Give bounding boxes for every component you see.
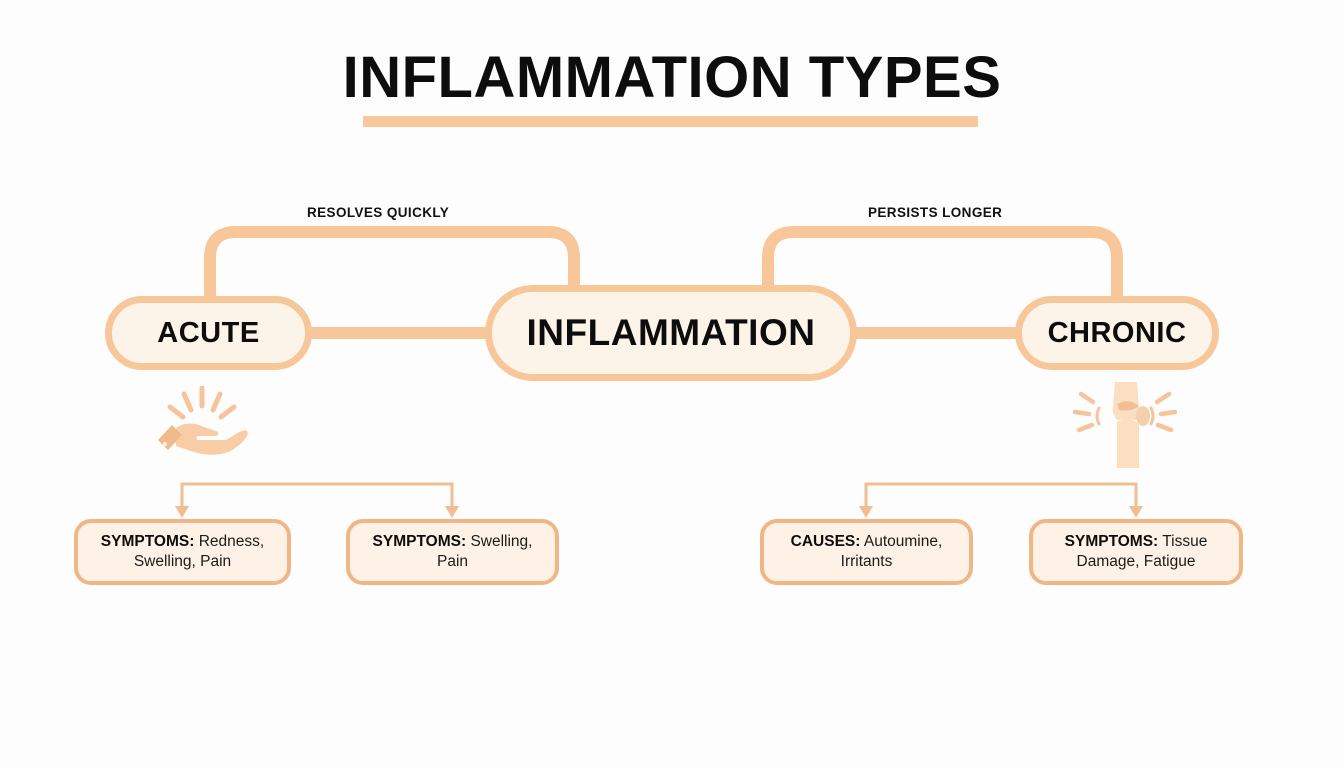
knee-tibia: [1117, 419, 1139, 468]
connector-label-acute: RESOLVES QUICKLY: [307, 205, 450, 220]
node-acute[interactable]: ACUTE: [105, 296, 312, 370]
card-acute-symptoms-1-body: Redness, Swelling, Pain: [133, 532, 265, 570]
node-chronic-label: CHRONIC: [1047, 316, 1187, 349]
title-underline-bar: [363, 116, 978, 127]
card-acute-symptoms-1-text: SYMPTOMS: Redness, Swelling, Pain: [88, 532, 277, 573]
node-acute-label: ACUTE: [157, 316, 260, 349]
card-chronic-causes-heading: CAUSES:: [790, 532, 861, 550]
knee-femur: [1112, 382, 1141, 420]
connector-label-chronic: PERSISTS LONGER: [868, 205, 1003, 220]
card-acute-symptoms-2-text: SYMPTOMS: Swelling, Pain: [360, 532, 545, 573]
bracket-acute-cards: [180, 482, 454, 512]
knee-joint-pain-icon: [1072, 382, 1178, 468]
hand-pain-icon: [152, 385, 252, 458]
card-acute-symptoms-2[interactable]: SYMPTOMS: Swelling, Pain: [346, 519, 559, 585]
node-inflammation[interactable]: INFLAMMATION: [485, 285, 857, 381]
bracket-chronic-cards: [864, 482, 1138, 512]
hand-shape: [174, 423, 248, 455]
page-title: INFLAMMATION TYPES: [0, 45, 1344, 110]
card-chronic-causes-body: Autoumine, Irritants: [840, 532, 943, 570]
card-acute-symptoms-2-body: Swelling, Pain: [436, 532, 533, 570]
arrowhead-chronic-card-2: [1129, 506, 1143, 518]
page-title-text: INFLAMMATION TYPES: [342, 45, 1002, 110]
card-chronic-symptoms-body: Tissue Damage, Fatigue: [1076, 532, 1208, 570]
card-acute-symptoms-1[interactable]: SYMPTOMS: Redness, Swelling, Pain: [74, 519, 291, 585]
card-acute-symptoms-2-heading: SYMPTOMS:: [372, 532, 467, 550]
card-chronic-causes[interactable]: CAUSES: Autoumine, Irritants: [760, 519, 973, 585]
node-inflammation-label: INFLAMMATION: [526, 312, 816, 353]
arrowhead-chronic-card-1: [859, 506, 873, 518]
card-chronic-symptoms[interactable]: SYMPTOMS: Tissue Damage, Fatigue: [1029, 519, 1243, 585]
arrowhead-acute-card-1: [175, 506, 189, 518]
node-chronic[interactable]: CHRONIC: [1015, 296, 1219, 370]
card-chronic-symptoms-text: SYMPTOMS: Tissue Damage, Fatigue: [1043, 532, 1229, 573]
card-chronic-symptoms-heading: SYMPTOMS:: [1064, 532, 1159, 550]
card-acute-symptoms-1-heading: SYMPTOMS:: [100, 532, 195, 550]
card-chronic-causes-text: CAUSES: Autoumine, Irritants: [774, 532, 959, 573]
knee-patella: [1136, 406, 1150, 426]
arrowhead-acute-card-2: [445, 506, 459, 518]
